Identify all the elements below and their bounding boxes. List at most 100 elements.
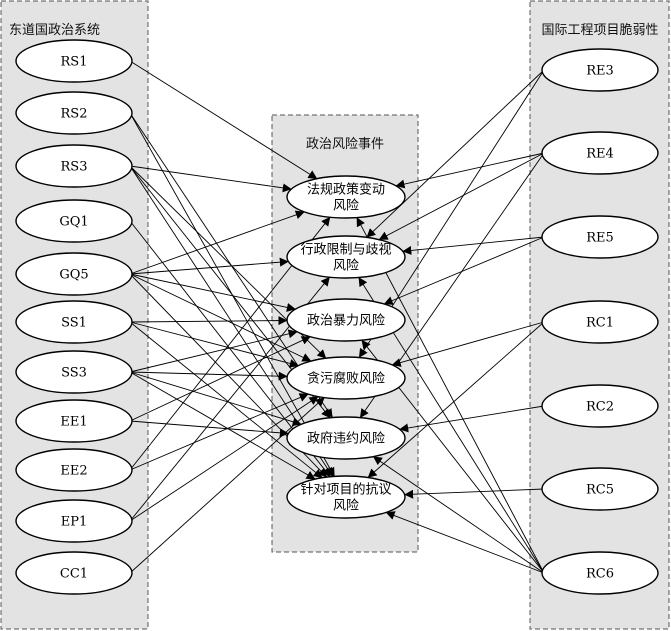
node-label: RC5 (586, 483, 614, 498)
node-m4: 贪污腐败风险 (286, 356, 406, 400)
panel-title-right: 国际工程项目脆弱性 (541, 22, 658, 38)
edge-re4-to-m2 (378, 152, 545, 240)
node-rc5: RC5 (541, 467, 659, 511)
edge-gq5-to-m1 (129, 210, 305, 275)
node-cc1: CC1 (15, 551, 133, 595)
node-oval (15, 499, 133, 543)
node-oval (15, 199, 133, 243)
node-label: EP1 (61, 515, 88, 530)
node-oval (286, 175, 406, 219)
edge-ss3-to-m3 (129, 329, 298, 373)
node-gq5: GQ5 (15, 252, 133, 296)
edge-ee2-to-m4 (129, 393, 309, 471)
node-oval (541, 467, 659, 511)
node-oval (541, 551, 659, 595)
node-oval (15, 350, 133, 394)
node-oval (541, 300, 659, 344)
edge-rc6-to-m6 (385, 511, 545, 574)
node-oval (286, 475, 406, 519)
node-label: GQ5 (59, 268, 88, 283)
node-oval (286, 235, 406, 279)
node-label: RE5 (586, 231, 614, 246)
node-label: RS1 (61, 55, 88, 70)
node-oval (286, 416, 406, 460)
edge-re5-to-m3 (383, 236, 545, 305)
node-label: CC1 (60, 567, 88, 582)
node-ss1: SS1 (15, 300, 133, 344)
node-rc1: RC1 (541, 300, 659, 344)
node-m3: 政治暴力风险 (286, 298, 406, 342)
edge-ss1-to-m3 (129, 316, 288, 326)
node-label: GQ1 (59, 215, 88, 230)
node-label: EE1 (60, 415, 87, 430)
node-ss3: SS3 (15, 350, 133, 394)
node-re4: RE4 (541, 131, 659, 175)
node-oval (15, 448, 133, 492)
edge-ss1-to-m6 (129, 321, 323, 479)
node-label: 风险 (333, 259, 359, 274)
edge-rc1-to-m6 (367, 321, 545, 478)
node-oval (15, 252, 133, 296)
node-oval (15, 144, 133, 188)
node-rs3: RS3 (15, 144, 133, 188)
node-re5: RE5 (541, 215, 659, 259)
node-label: RE4 (586, 147, 614, 162)
edge-gq5-to-m2 (129, 257, 289, 275)
node-ep1: EP1 (15, 499, 133, 543)
node-label: 政府违约风险 (307, 432, 385, 447)
edge-rc1-to-m4 (391, 321, 545, 367)
edge-re4-to-m1 (395, 152, 545, 189)
panel-title-middle: 政治风险事件 (306, 137, 384, 152)
node-rs2: RS2 (15, 91, 133, 135)
node-label: RC2 (586, 400, 614, 415)
edge-re3-to-m2 (366, 69, 545, 238)
node-label: 风险 (333, 199, 359, 214)
node-m5: 政府违约风险 (286, 416, 406, 460)
node-oval (15, 551, 133, 595)
node-label: 风险 (333, 499, 359, 514)
node-ee2: EE2 (15, 448, 133, 492)
edge-rs1-to-m1 (129, 60, 318, 180)
node-rs1: RS1 (15, 39, 133, 83)
node-re3: RE3 (541, 48, 659, 92)
node-oval (541, 384, 659, 428)
edge-cc1-to-m4 (129, 397, 325, 574)
edge-ss1-to-m4 (129, 321, 299, 368)
node-oval (15, 300, 133, 344)
edge-rc6-to-m5 (372, 456, 545, 574)
edge-ee1-to-m5 (129, 420, 289, 438)
edge-rc2-to-m5 (399, 405, 545, 433)
edge-rs3-to-m1 (129, 165, 292, 193)
node-oval (286, 298, 406, 342)
edge-ss3-to-m4 (129, 371, 288, 381)
node-oval (15, 399, 133, 443)
edge-gq5-to-m3 (129, 273, 296, 312)
edge-re5-to-m2 (402, 236, 545, 255)
edge-ee1-to-m3 (129, 336, 311, 422)
node-label: RE3 (586, 64, 614, 79)
node-label: 行政限制与歧视 (300, 243, 391, 258)
node-oval (286, 356, 406, 400)
node-label: RC1 (586, 316, 614, 331)
node-oval (541, 131, 659, 175)
node-label: 法规政策变动 (307, 182, 385, 198)
node-gq1: GQ1 (15, 199, 133, 243)
node-rc2: RC2 (541, 384, 659, 428)
edge-ep1-to-m4 (129, 396, 319, 522)
node-label: RS2 (61, 107, 88, 122)
node-label: RS3 (61, 160, 88, 175)
node-label: 政治暴力风险 (307, 314, 385, 329)
node-oval (15, 91, 133, 135)
node-oval (15, 39, 133, 83)
panel-title-left: 东道国政治系统 (9, 23, 100, 38)
node-label: SS1 (61, 316, 87, 331)
edge-gq5-to-m4 (129, 273, 312, 362)
node-ee1: EE1 (15, 399, 133, 443)
edge-rc6-to-m1 (356, 217, 545, 574)
node-rc6: RC6 (541, 551, 659, 595)
edge-ss3-to-m6 (129, 371, 316, 480)
